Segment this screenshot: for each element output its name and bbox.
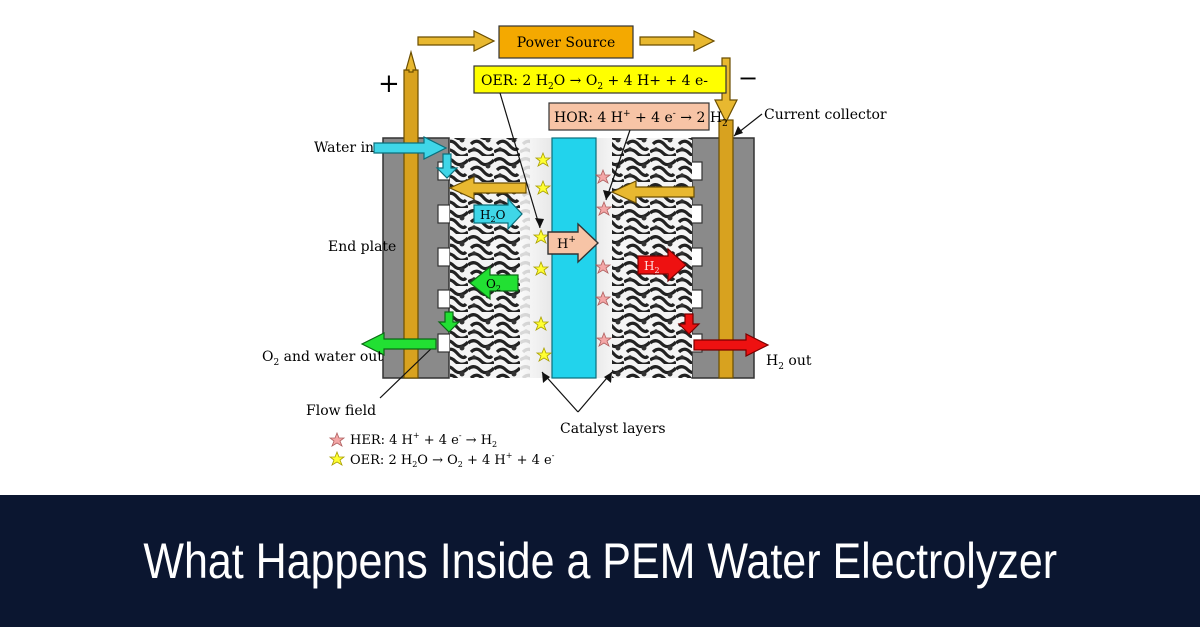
o2-out-arrow-icon	[360, 332, 437, 356]
her-star-icon	[594, 290, 612, 306]
flow-field-label: Flow field	[306, 403, 376, 419]
her-legend-star-icon	[328, 431, 346, 447]
water-in-label: Water in	[314, 140, 374, 156]
plus-sign: +	[378, 69, 400, 99]
hor-reaction-box	[548, 102, 710, 131]
h2-arrow-label: H2	[644, 259, 660, 275]
oer-reaction-text: OER: 2 H2O → O2 + 4 H+ + 4 e-	[481, 73, 708, 92]
current-collector-label: Current collector	[764, 107, 887, 123]
oer-star-icon	[532, 260, 550, 276]
hor-reaction-text: HOR: 4 H+ + 4 e- → 2 H2	[554, 109, 728, 129]
left-arrow-icon	[610, 180, 695, 204]
o2-arrow-label: O2	[486, 277, 501, 293]
o2-water-out-label: O2 and water out	[262, 349, 383, 368]
oer-legend-text: OER: 2 H2O → O2 + 4 H+ + 4 e-	[350, 451, 555, 469]
proton-arrow-icon	[547, 222, 600, 264]
water-in-arrow-icon	[373, 136, 448, 160]
right-arrow-icon	[417, 30, 496, 52]
membrane	[551, 137, 597, 379]
her-catalyst-stars	[594, 168, 613, 347]
o2-arrow-icon	[469, 265, 519, 301]
her-star-icon	[595, 200, 613, 216]
pem-electrolyzer-diagram: Power Source + − OER: 2 H2O → O2 + 4 H+ …	[262, 25, 887, 469]
oer-star-icon	[535, 346, 553, 362]
her-legend-text: HER: 4 H+ + 4 e- → H2	[350, 431, 497, 449]
anode-catalyst-zone	[520, 138, 554, 378]
left-arrow-icon	[448, 176, 527, 200]
minus-sign: −	[738, 64, 758, 92]
oer-star-icon	[534, 179, 552, 195]
h2o-arrow-label: H2O	[480, 208, 506, 224]
oer-reaction-box	[473, 65, 727, 94]
page-title: What Happens Inside a PEM Water Electrol…	[143, 533, 1057, 589]
title-banner: What Happens Inside a PEM Water Electrol…	[0, 495, 1200, 627]
her-star-icon	[595, 331, 613, 347]
power-source-label: Power Source	[517, 35, 616, 51]
oxygen-down-arrow-icon	[437, 311, 461, 333]
h2-out-label: H2 out	[766, 353, 812, 372]
proton-arrow-label: H+	[557, 235, 576, 252]
her-star-icon	[594, 168, 612, 184]
right-current-collector	[718, 119, 734, 379]
oer-star-icon	[532, 228, 550, 244]
right-arrow-icon	[639, 30, 716, 52]
end-plate-label: End plate	[328, 239, 396, 255]
oer-catalyst-stars	[532, 151, 553, 362]
oer-legend-star-icon	[328, 450, 346, 466]
hydrogen-down-arrow-icon	[677, 313, 701, 335]
oer-star-icon	[534, 151, 552, 167]
power-source-box	[498, 25, 634, 59]
catalyst-layers-label: Catalyst layers	[560, 421, 666, 437]
water-down-arrow-icon	[435, 153, 459, 179]
her-star-icon	[594, 258, 612, 274]
legend: HER: 4 H+ + 4 e- → H2 OER: 2 H2O → O2 + …	[328, 431, 555, 469]
up-arrow-icon	[405, 49, 417, 73]
oer-star-icon	[532, 315, 550, 331]
h2o-arrow-icon	[473, 197, 523, 231]
anode-porous-layer	[450, 138, 530, 378]
h2-out-arrow-icon	[693, 333, 770, 357]
h2-arrow-icon	[637, 247, 687, 283]
left-current-collector	[403, 69, 419, 379]
